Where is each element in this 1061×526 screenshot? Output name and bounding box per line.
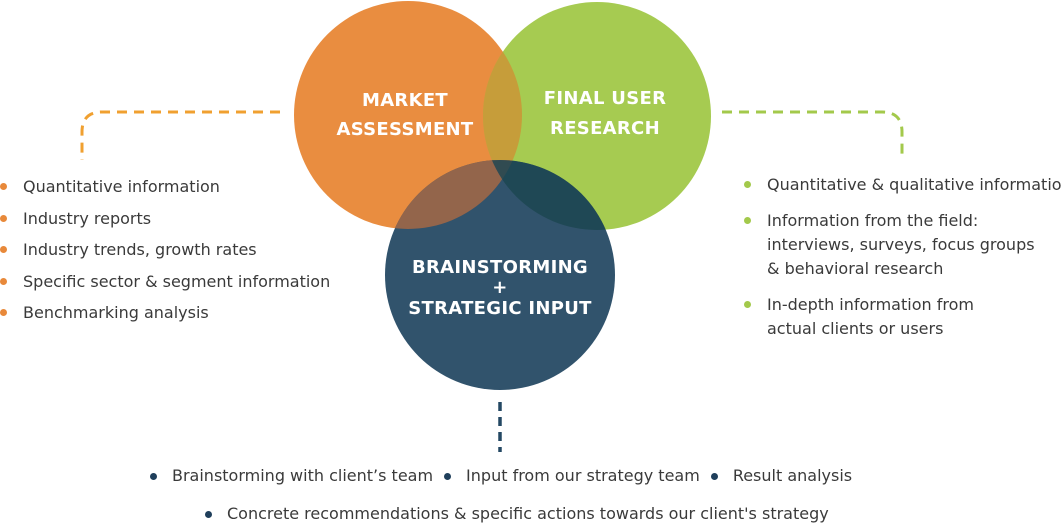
brainstorming-label-line2: STRATEGIC INPUT	[408, 298, 592, 319]
market-assessment-list: Quantitative information Industry report…	[0, 175, 330, 333]
bullet-icon	[444, 473, 452, 480]
brainstorming-list-row-1: Brainstorming with client’s team Input fr…	[150, 464, 863, 488]
bullet-icon	[0, 246, 7, 253]
list-item: Quantitative & qualitative information	[744, 173, 1061, 197]
bullet-icon	[744, 301, 751, 308]
final-user-research-label-line2: RESEARCH	[550, 118, 660, 139]
list-item: Benchmarking analysis	[0, 301, 330, 325]
bullet-icon	[205, 511, 212, 518]
bullet-icon	[710, 473, 718, 480]
right-connector-line	[722, 110, 904, 160]
list-item: Specific sector & segment information	[0, 270, 330, 294]
list-item: Industry reports	[0, 207, 330, 231]
list-item: Industry trends, growth rates	[0, 238, 330, 262]
list-item: Brainstorming with client’s team	[150, 464, 433, 488]
list-item: Concrete recommendations & specific acti…	[205, 502, 829, 526]
final-user-research-label-line1: FINAL USER	[544, 88, 666, 109]
market-brainstorming-overlap	[385, 160, 522, 229]
bullet-icon	[744, 181, 751, 188]
bullet-icon	[0, 277, 7, 285]
bullet-icon	[0, 309, 7, 316]
bullet-icon	[0, 183, 7, 190]
left-connector-line	[80, 110, 280, 160]
list-item: Quantitative information	[0, 175, 330, 199]
market-assessment-label-line2: ASSESSMENT	[336, 119, 473, 140]
list-item: Result analysis	[710, 464, 852, 488]
final-brainstorming-overlap	[483, 160, 615, 230]
brainstorming-list-row-2: Concrete recommendations & specific acti…	[205, 502, 840, 526]
bullet-icon	[744, 217, 751, 224]
brainstorming-label-line1: BRAINSTORMING	[412, 257, 588, 278]
bullet-icon	[150, 473, 157, 480]
bullet-icon	[0, 214, 7, 222]
brainstorming-label-plus: +	[492, 277, 507, 298]
list-item: Information from the field: interviews, …	[744, 209, 1061, 281]
market-assessment-label-line1: MARKET	[362, 90, 448, 111]
final-user-research-list: Quantitative & qualitative information I…	[744, 173, 1061, 353]
list-item: Input from our strategy team	[444, 464, 700, 488]
list-item: In-depth information from actual clients…	[744, 293, 1061, 341]
